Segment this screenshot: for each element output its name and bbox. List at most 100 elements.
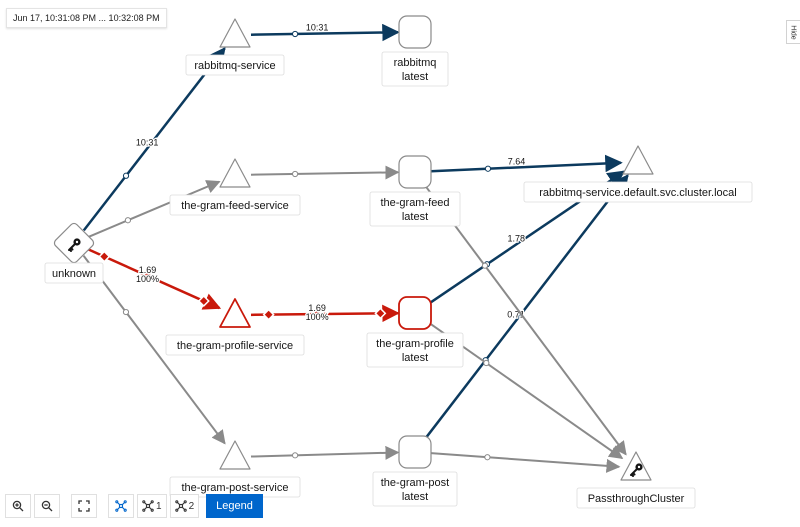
edge-unknown-to-post-service[interactable] bbox=[82, 255, 226, 445]
node-label: unknown bbox=[52, 268, 96, 280]
edge-unknown-to-rabbitmq-service[interactable]: 10:31 bbox=[82, 47, 226, 232]
node-label-box bbox=[366, 332, 464, 368]
node-label: latest bbox=[402, 352, 428, 364]
node-feed-latest[interactable]: the-gram-feed latest bbox=[369, 155, 461, 227]
node-label-box bbox=[185, 54, 285, 76]
node-label-box bbox=[381, 51, 449, 87]
service-triangle-icon bbox=[219, 18, 251, 48]
fit-to-screen-button[interactable] bbox=[71, 494, 97, 518]
node-label-box bbox=[44, 262, 104, 284]
topology-icon bbox=[115, 500, 127, 512]
layout-default-button[interactable] bbox=[108, 494, 134, 518]
legend-button[interactable]: Legend bbox=[206, 494, 263, 518]
traffic-dot bbox=[122, 308, 130, 316]
app-square-icon bbox=[398, 15, 432, 49]
expand-icon bbox=[78, 500, 90, 512]
edge-label: 100% bbox=[136, 274, 159, 284]
error-marker bbox=[98, 250, 111, 263]
app-square-icon bbox=[398, 296, 432, 330]
node-label: latest bbox=[402, 211, 428, 223]
app-square-icon bbox=[398, 155, 432, 189]
edge-post-latest-to-passthrough[interactable] bbox=[430, 452, 621, 473]
traffic-dot bbox=[484, 165, 492, 172]
node-passthrough[interactable]: PassthroughCluster bbox=[576, 451, 696, 509]
error-marker bbox=[141, 269, 154, 282]
service-triangle-icon bbox=[622, 145, 654, 175]
edge-feed-service-to-feed-latest[interactable] bbox=[250, 165, 400, 180]
service-triangle-icon bbox=[219, 298, 251, 328]
node-label: the-gram-feed-service bbox=[181, 200, 289, 212]
traffic-dot bbox=[291, 170, 299, 178]
edge-label: 7.64 bbox=[508, 156, 526, 166]
error-marker bbox=[262, 308, 275, 321]
edge-label: 10:31 bbox=[306, 23, 329, 33]
node-unknown[interactable]: unknown bbox=[44, 222, 104, 284]
error-marker bbox=[197, 295, 210, 308]
node-label: the-gram-profile-service bbox=[177, 340, 293, 352]
graph-toolbar: 1 2 Legend bbox=[5, 494, 263, 518]
edge-label: 1.69 bbox=[139, 265, 157, 275]
edge-post-service-to-post-latest[interactable] bbox=[250, 445, 400, 460]
layout-2-button[interactable]: 2 bbox=[169, 494, 200, 518]
node-profile-latest[interactable]: the-gram-profile latest bbox=[366, 296, 464, 368]
node-rabbitmq-service[interactable]: rabbitmq-service bbox=[185, 18, 285, 76]
layout-1-button[interactable]: 1 bbox=[137, 494, 167, 518]
edge-feed-latest-to-passthrough[interactable] bbox=[423, 184, 627, 456]
node-rabbitmq-svc-local[interactable]: rabbitmq-service.default.svc.cluster.loc… bbox=[523, 145, 753, 203]
node-label: rabbitmq-service bbox=[194, 60, 275, 72]
node-label: rabbitmq-service.default.svc.cluster.loc… bbox=[539, 187, 736, 199]
service-triangle-icon bbox=[219, 158, 251, 188]
traffic-dot bbox=[484, 454, 491, 461]
key-icon bbox=[630, 463, 643, 477]
node-feed-service[interactable]: the-gram-feed-service bbox=[169, 158, 301, 216]
node-post-service[interactable]: the-gram-post-service bbox=[169, 440, 301, 498]
edge-label: 1.78 bbox=[508, 233, 526, 243]
node-label-box bbox=[372, 471, 458, 507]
topology-icon bbox=[174, 500, 187, 512]
time-range-label: Jun 17, 10:31:08 PM ... 10:32:08 PM bbox=[6, 8, 167, 28]
traffic-dot bbox=[483, 359, 490, 367]
node-profile-service[interactable]: the-gram-profile-service bbox=[165, 298, 305, 356]
node-label: the-gram-profile bbox=[376, 338, 454, 350]
zoom-out-icon bbox=[41, 500, 53, 512]
layout-1-label: 1 bbox=[156, 500, 162, 512]
edge-unknown-to-feed-service[interactable] bbox=[88, 180, 221, 238]
error-marker bbox=[311, 308, 324, 321]
edge-rabbitmq-service-to-rabbitmq-latest[interactable]: 10:31 bbox=[250, 21, 400, 42]
edge-label: 10:31 bbox=[136, 137, 159, 147]
node-label: latest bbox=[402, 491, 428, 503]
node-label-box bbox=[523, 181, 753, 203]
service-triangle-icon bbox=[219, 440, 251, 470]
edge-post-latest-to-rabbitmq-svc-local[interactable]: 0.71 bbox=[423, 174, 629, 441]
node-label-box bbox=[369, 191, 461, 227]
hide-panel-tab[interactable]: Hide bbox=[786, 20, 800, 44]
traffic-dot bbox=[291, 30, 299, 38]
topology-icon bbox=[142, 500, 154, 512]
hide-label: Hide bbox=[790, 24, 797, 40]
traffic-dot bbox=[291, 452, 299, 459]
app-square-icon bbox=[398, 435, 432, 469]
node-label-box bbox=[169, 194, 301, 216]
error-marker bbox=[374, 307, 387, 320]
node-label: rabbitmq bbox=[394, 57, 437, 69]
traffic-dot bbox=[124, 217, 132, 224]
layout-2-label: 2 bbox=[188, 500, 195, 512]
zoom-out-button[interactable] bbox=[34, 494, 60, 518]
edge-label: 0.71 bbox=[507, 310, 525, 320]
node-label: the-gram-feed bbox=[380, 197, 449, 209]
zoom-in-button[interactable] bbox=[5, 494, 31, 518]
traffic-dot bbox=[481, 262, 489, 269]
edge-label: 100% bbox=[306, 312, 329, 322]
node-label: the-gram-post-service bbox=[182, 482, 289, 494]
node-label-box bbox=[165, 334, 305, 356]
node-label-box bbox=[576, 487, 696, 509]
edge-feed-latest-to-rabbitmq-svc-local[interactable]: 7.64 bbox=[430, 154, 623, 173]
zoom-in-icon bbox=[12, 500, 24, 512]
node-label: PassthroughCluster bbox=[588, 493, 685, 505]
traffic-dot bbox=[122, 172, 130, 179]
